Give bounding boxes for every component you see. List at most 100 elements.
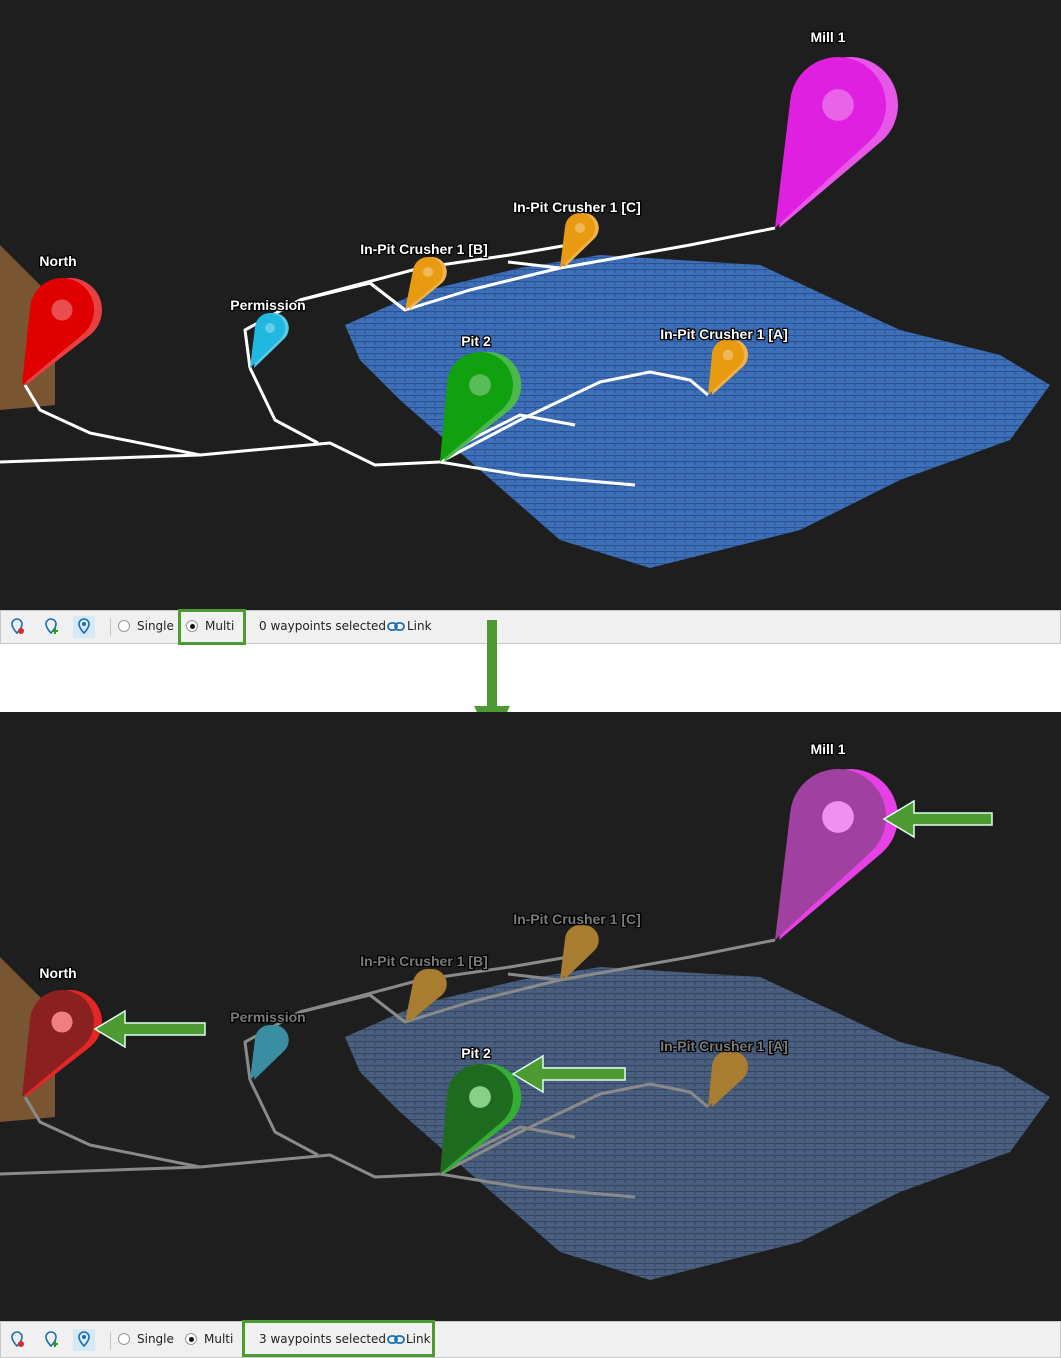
map-pin-icon [440, 352, 513, 462]
pin-hole [265, 1035, 275, 1045]
waypoint-label: In-Pit Crusher 1 [C] [513, 911, 641, 927]
waypoint-label: In-Pit Crusher 1 [B] [360, 953, 488, 969]
link-icon[interactable] [385, 1329, 407, 1351]
waypoint-crusher-c[interactable]: In-Pit Crusher 1 [C] [512, 910, 642, 980]
pin-link-icon[interactable] [73, 616, 95, 638]
waypoint-pit-2[interactable]: Pit 2 [440, 1044, 522, 1174]
pin-hole [423, 979, 433, 989]
haul-road [439, 1172, 636, 1199]
haul-road [369, 226, 776, 312]
selection-status: 0 waypoints selected [259, 619, 387, 633]
pin-hole [469, 374, 491, 396]
multi-radio[interactable] [186, 620, 198, 632]
pin-hole [722, 1061, 734, 1073]
waypoint-permission[interactable]: Permission [229, 1008, 307, 1080]
pin-move-icon[interactable] [7, 616, 29, 638]
map-pin-icon [440, 1064, 513, 1174]
map-pin-icon [250, 312, 285, 368]
map-pin-icon [708, 1051, 745, 1107]
link-button[interactable]: Link [407, 619, 432, 633]
pit-mesh [345, 967, 1050, 1280]
selection-arrow-icon [511, 1054, 626, 1094]
haul-road [299, 953, 581, 1014]
selection-arrow-icon [93, 1009, 206, 1049]
pin-hole [51, 299, 73, 321]
map-pin-icon [22, 278, 94, 385]
waypoint-label: In-Pit Crusher 1 [C] [513, 199, 641, 215]
waypoint-label: Pit 2 [461, 1045, 491, 1061]
pin-add-icon[interactable] [41, 1329, 63, 1351]
waypoint-label: In-Pit Crusher 1 [B] [360, 241, 488, 257]
waypoint-label: Permission [230, 297, 305, 313]
map-pin-icon [560, 925, 596, 980]
haul-road [0, 370, 709, 467]
single-radio[interactable] [118, 620, 130, 632]
waypoint-north[interactable]: North [22, 964, 102, 1097]
selection-highlight-box [242, 1320, 435, 1357]
haul-road [23, 1096, 201, 1169]
waypoint-label: Mill 1 [810, 741, 845, 757]
haul-road [439, 460, 636, 487]
waypoint-north[interactable]: North [22, 252, 102, 385]
selection-status: 3 waypoints selected [259, 1332, 387, 1346]
waypoint-crusher-b[interactable]: In-Pit Crusher 1 [B] [359, 952, 489, 1022]
haul-road [23, 384, 201, 457]
pit-mesh [345, 255, 1050, 568]
toolbar-divider [110, 618, 111, 636]
single-radio[interactable] [118, 1333, 130, 1345]
pin-add-icon[interactable] [41, 616, 63, 638]
map-pin-icon [560, 213, 596, 268]
pin-hole [51, 1011, 73, 1033]
waypoint-label: Pit 2 [461, 333, 491, 349]
pin-link-icon[interactable] [73, 1329, 95, 1351]
map-pin-icon [405, 256, 444, 310]
map-pin-icon [775, 769, 886, 940]
waypoint-mill-1[interactable]: Mill 1 [775, 740, 898, 940]
link-icon[interactable] [385, 616, 407, 638]
waypoint-toolbar-before: Single Multi 0 waypoints selected Link [0, 610, 1061, 644]
toolbar-divider [110, 1332, 111, 1350]
pin-hole [822, 89, 854, 121]
waypoint-mill-1[interactable]: Mill 1 [775, 28, 898, 229]
haul-road [507, 260, 561, 270]
waypoint-crusher-c[interactable]: In-Pit Crusher 1 [C] [512, 198, 642, 268]
map-pin-icon [405, 969, 444, 1022]
pin-hole [423, 267, 433, 277]
single-label: Single [137, 1332, 174, 1346]
waypoint-toolbar-after: Single Multi 3 waypoints selected Link [0, 1321, 1061, 1358]
haul-road [369, 938, 776, 1024]
waypoint-label: In-Pit Crusher 1 [A] [660, 1038, 788, 1054]
haul-road [0, 1082, 709, 1179]
multi-radio[interactable] [185, 1333, 197, 1345]
haul-road [507, 972, 561, 982]
haul-road [248, 367, 319, 445]
waypoint-label: North [39, 965, 76, 981]
selection-arrow-icon [882, 799, 993, 839]
map-pin-icon [775, 57, 886, 229]
waypoint-label: Permission [230, 1009, 305, 1025]
waypoint-crusher-a[interactable]: In-Pit Crusher 1 [A] [659, 1037, 789, 1107]
map-pin-icon [708, 338, 745, 395]
waypoint-permission[interactable]: Permission [229, 296, 307, 368]
multi-label: Multi [204, 1332, 234, 1346]
pin-move-icon[interactable] [7, 1329, 29, 1351]
multi-highlight-box [178, 609, 246, 645]
waypoint-label: North [39, 253, 76, 269]
pin-hole [469, 1086, 491, 1108]
waypoint-crusher-b[interactable]: In-Pit Crusher 1 [B] [359, 240, 489, 310]
haul-road [299, 241, 581, 302]
map-pin-icon [250, 1025, 285, 1080]
waypoint-pit-2[interactable]: Pit 2 [440, 332, 522, 462]
waypoint-crusher-a[interactable]: In-Pit Crusher 1 [A] [659, 325, 789, 395]
waypoint-label: Mill 1 [810, 29, 845, 45]
link-button[interactable]: Link [406, 1332, 431, 1346]
pin-hole [822, 801, 854, 833]
pin-hole [265, 323, 275, 333]
waypoint-label: In-Pit Crusher 1 [A] [660, 326, 788, 342]
pin-hole [575, 223, 585, 233]
multi-label: Multi [205, 619, 235, 633]
